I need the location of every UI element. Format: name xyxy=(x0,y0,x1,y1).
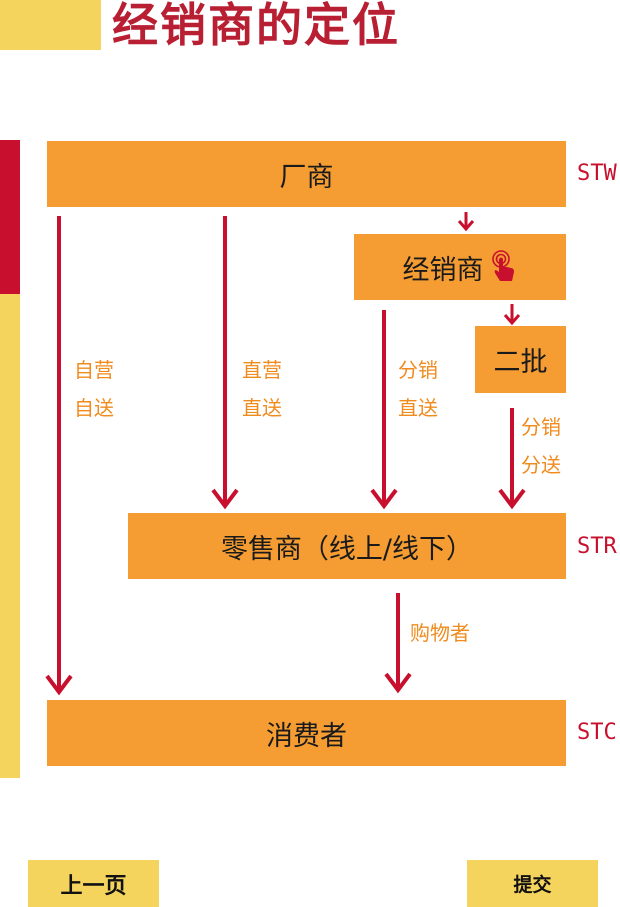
label-self-run: 自营 自送 xyxy=(74,351,114,427)
label-second-tier-route-line2: 分送 xyxy=(521,453,561,477)
label-direct-run-line2: 直送 xyxy=(242,396,282,420)
label-distributor-route: 分销 直送 xyxy=(398,351,438,427)
progress-sidebar-fill xyxy=(0,140,20,294)
code-stc: STC xyxy=(577,720,617,745)
submit-button[interactable]: 提交 xyxy=(467,860,598,907)
label-second-tier-route-line1: 分销 xyxy=(521,415,561,439)
node-distributor[interactable]: 经销商 xyxy=(354,234,566,300)
label-shopper: 购物者 xyxy=(410,614,470,652)
label-shopper-text: 购物者 xyxy=(410,621,470,645)
page-title: 经销商的定位 xyxy=(112,0,400,52)
code-str: STR xyxy=(577,534,617,559)
node-distributor-label: 经销商 xyxy=(402,254,484,286)
node-manufacturer-label: 厂商 xyxy=(279,161,334,193)
label-distributor-route-line2: 直送 xyxy=(398,396,438,420)
progress-sidebar xyxy=(0,140,20,778)
node-second-tier: 二批 xyxy=(475,326,566,393)
label-self-run-line2: 自送 xyxy=(74,396,114,420)
label-direct-run: 直营 直送 xyxy=(242,351,282,427)
label-distributor-route-line1: 分销 xyxy=(398,358,438,382)
node-consumer: 消费者 xyxy=(47,700,566,766)
code-stw: STW xyxy=(577,161,617,186)
title-accent-bar xyxy=(0,0,101,50)
label-second-tier-route: 分销 分送 xyxy=(521,408,561,484)
node-consumer-label: 消费者 xyxy=(266,720,347,752)
node-retailer-label: 零售商（线上/线下） xyxy=(220,533,474,565)
node-second-tier-label: 二批 xyxy=(493,347,548,378)
node-retailer: 零售商（线上/线下） xyxy=(128,513,566,579)
label-self-run-line1: 自营 xyxy=(74,358,114,382)
node-manufacturer: 厂商 xyxy=(47,141,566,207)
tap-hand-icon[interactable] xyxy=(491,250,518,284)
label-direct-run-line1: 直营 xyxy=(242,358,282,382)
prev-page-button[interactable]: 上一页 xyxy=(28,860,159,907)
